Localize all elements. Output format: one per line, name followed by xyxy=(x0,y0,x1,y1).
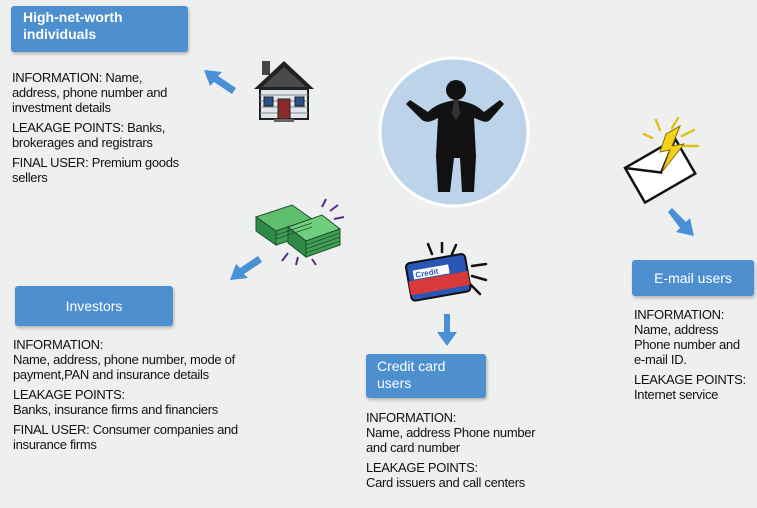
credit-title-line-2: users xyxy=(377,375,412,391)
credit-title-box: Credit card users xyxy=(366,354,486,398)
email-info-line: Phone number and xyxy=(634,337,740,352)
hnwi-information: INFORMATION: Name, address, phone number… xyxy=(12,70,202,115)
email-leak-line: LEAKAGE POINTS: xyxy=(634,372,746,387)
house-icon xyxy=(254,61,314,122)
credit-title-line-1: Credit card xyxy=(377,358,446,374)
hnwi-title-line-1: High-net-worth xyxy=(23,9,123,25)
email-leak-line: Internet service xyxy=(634,387,719,402)
email-information: INFORMATION: Name, address Phone number … xyxy=(634,307,756,367)
investors-information: INFORMATION: Name, address, phone number… xyxy=(13,337,273,382)
email-info-line: Name, address xyxy=(634,322,719,337)
investors-leak-line: Banks, insurance firms and financiers xyxy=(13,402,218,417)
investors-final-line: insurance firms xyxy=(13,437,97,452)
credit-leak-line: Card issuers and call centers xyxy=(366,475,525,490)
investors-final-line: FINAL USER: Consumer companies and xyxy=(13,422,238,437)
credit-info-line: Name, address Phone number xyxy=(366,425,536,440)
investors-title: Investors xyxy=(65,298,123,314)
hnwi-title-line-2: individuals xyxy=(23,26,97,42)
hnwi-info-line: investment details xyxy=(12,100,111,115)
hnwi-leak-line: LEAKAGE POINTS: Banks, xyxy=(12,120,166,135)
investors-info-line: Name, address, phone number, mode of xyxy=(13,352,235,367)
email-info-line: e-mail ID. xyxy=(634,352,687,367)
hnwi-info-line: address, phone number and xyxy=(12,85,168,100)
credit-info-line: and card number xyxy=(366,440,460,455)
credit-details: INFORMATION: Name, address Phone number … xyxy=(366,410,566,495)
person-icon xyxy=(378,56,530,208)
money-stack-icon xyxy=(254,198,345,266)
investors-info-line: INFORMATION: xyxy=(13,337,104,352)
hnwi-final-line: sellers xyxy=(12,170,48,185)
hnwi-details: INFORMATION: Name, address, phone number… xyxy=(12,70,202,190)
investors-info-line: payment,PAN and insurance details xyxy=(13,367,209,382)
credit-leak-line: LEAKAGE POINTS: xyxy=(366,460,478,475)
arrow-to-email-icon xyxy=(668,208,694,236)
email-leakage: LEAKAGE POINTS: Internet service xyxy=(634,372,756,402)
investors-title-box: Investors xyxy=(15,286,173,326)
email-details: INFORMATION: Name, address Phone number … xyxy=(634,307,756,407)
credit-card-label: Credit xyxy=(415,267,440,280)
investors-leakage: LEAKAGE POINTS: Banks, insurance firms a… xyxy=(13,387,273,417)
arrow-to-investors-icon xyxy=(230,256,262,280)
hnwi-final-line: FINAL USER: Premium goods xyxy=(12,155,179,170)
investors-details: INFORMATION: Name, address, phone number… xyxy=(13,337,273,457)
credit-information: INFORMATION: Name, address Phone number … xyxy=(366,410,566,455)
email-info-line: INFORMATION: xyxy=(634,307,725,322)
arrow-to-credit-icon xyxy=(437,314,457,346)
email-title: E-mail users xyxy=(654,270,732,286)
hnwi-title-box: High-net-worth individuals xyxy=(11,6,188,52)
envelope-icon xyxy=(623,116,700,205)
hnwi-leakage: LEAKAGE POINTS: Banks, brokerages and re… xyxy=(12,120,202,150)
investors-leak-line: LEAKAGE POINTS: xyxy=(13,387,125,402)
arrow-to-hnwi-icon xyxy=(204,70,236,94)
hnwi-final-user: FINAL USER: Premium goods sellers xyxy=(12,155,202,185)
hnwi-info-line: INFORMATION: Name, xyxy=(12,70,143,85)
investors-final-user: FINAL USER: Consumer companies and insur… xyxy=(13,422,273,452)
credit-leakage: LEAKAGE POINTS: Card issuers and call ce… xyxy=(366,460,566,490)
hnwi-leak-line: brokerages and registrars xyxy=(12,135,153,150)
credit-card-icon: Credit xyxy=(404,242,488,302)
email-title-box: E-mail users xyxy=(632,260,754,296)
credit-info-line: INFORMATION: xyxy=(366,410,457,425)
